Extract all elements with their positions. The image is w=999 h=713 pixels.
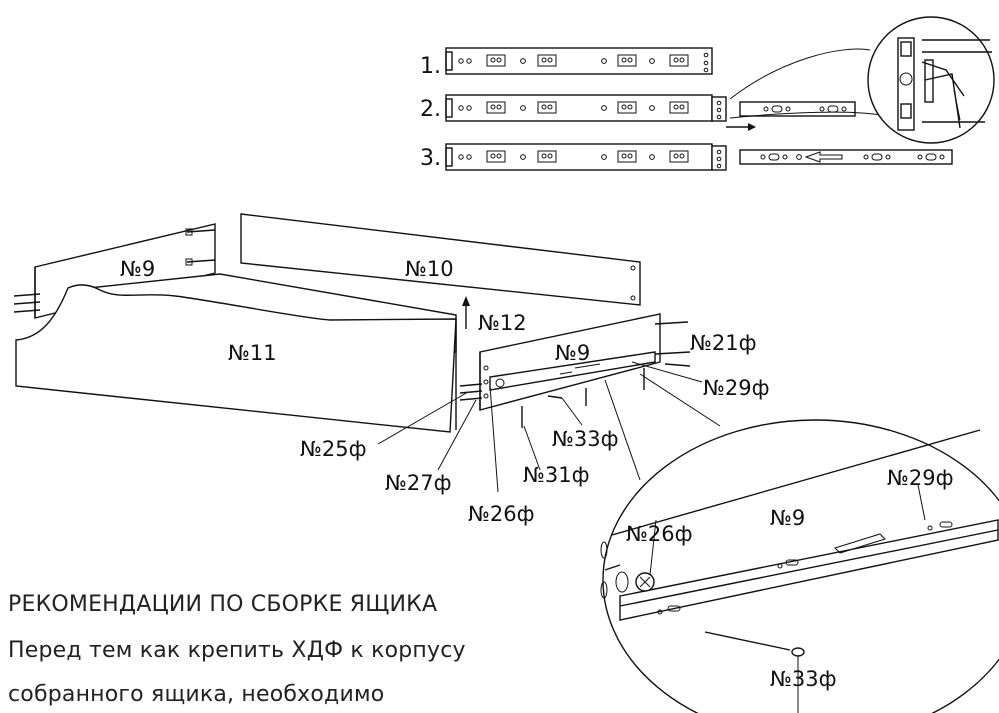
label-part-9-right: №9 [555, 341, 590, 365]
panel-back [240, 213, 641, 306]
detail-label-33: №33ф [770, 667, 837, 691]
label-part-12: №12 [478, 311, 527, 335]
step-3-label: 3. [420, 146, 441, 171]
label-part-26: №26ф [468, 502, 535, 526]
recommendations-line-2: собранного ящика, необходимо [8, 682, 385, 707]
label-part-10: №10 [405, 257, 454, 281]
label-part-27: №27ф [385, 471, 452, 495]
rail-1 [445, 47, 713, 75]
step-1-label: 1. [420, 54, 441, 79]
label-part-25: №25ф [300, 437, 367, 461]
label-part-11: №11 [228, 341, 277, 365]
rail-3 [445, 143, 953, 171]
label-part-21: №21ф [690, 331, 757, 355]
label-part-9-left: №9 [120, 257, 155, 281]
rail-steps: 1. 2. 3. [420, 16, 995, 171]
latch-detail-circle [729, 16, 995, 144]
step-2-label: 2. [420, 97, 441, 122]
detail-label-26: №26ф [626, 522, 693, 546]
drawer-assembly [13, 213, 721, 493]
panel-front [15, 284, 457, 433]
rail-detail-magnified [600, 419, 999, 713]
label-part-29: №29ф [703, 376, 770, 400]
detail-label-29: №29ф [887, 466, 954, 490]
left-fasteners [13, 293, 41, 313]
recommendations-line-1: Перед тем как крепить ХДФ к корпусу [8, 638, 466, 663]
label-part-33: №33ф [552, 427, 619, 451]
recommendations-heading: РЕКОМЕНДАЦИИ ПО СБОРКЕ ЯЩИКА [8, 592, 438, 617]
detail-label-9: №9 [770, 506, 805, 530]
rail-2 [445, 94, 856, 131]
label-part-31: №31ф [523, 463, 590, 487]
